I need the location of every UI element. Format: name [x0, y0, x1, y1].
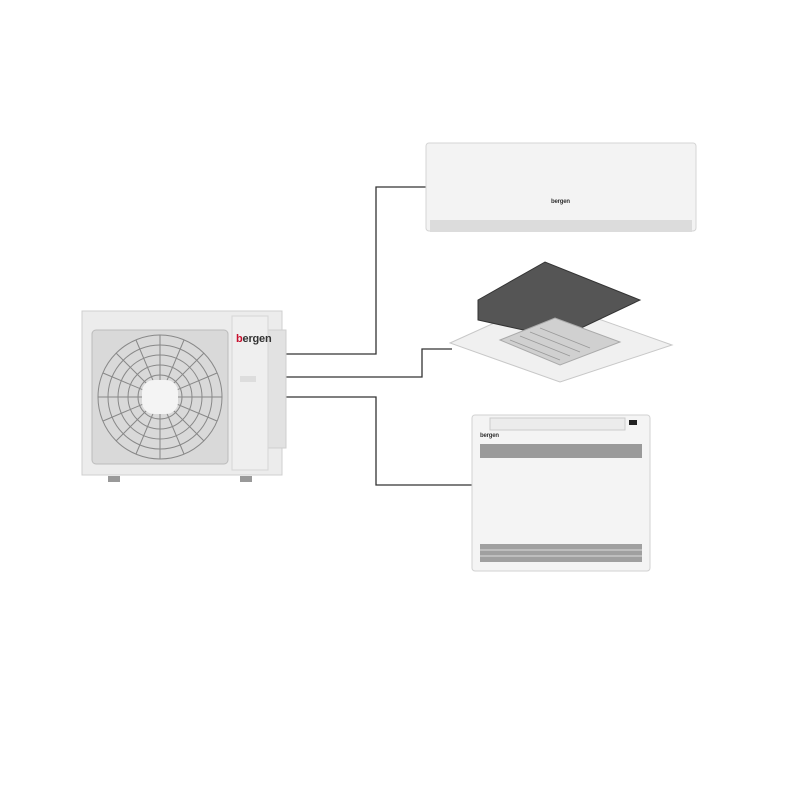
pipe-to-floor-unit — [285, 396, 472, 486]
cassette-unit — [448, 261, 674, 383]
pipe-to-wall-unit — [285, 186, 426, 355]
floor-unit-brand-logo: bergen — [480, 433, 499, 439]
pipe-to-cassette-unit — [285, 348, 452, 378]
outdoor-unit — [81, 310, 287, 482]
outdoor-unit-brand-logo: bergen — [236, 333, 272, 345]
wall-unit-brand-logo: bergen — [551, 199, 570, 205]
wall-mounted-unit — [425, 142, 697, 232]
floor-console-unit — [471, 414, 651, 572]
connection-lines — [285, 186, 472, 486]
